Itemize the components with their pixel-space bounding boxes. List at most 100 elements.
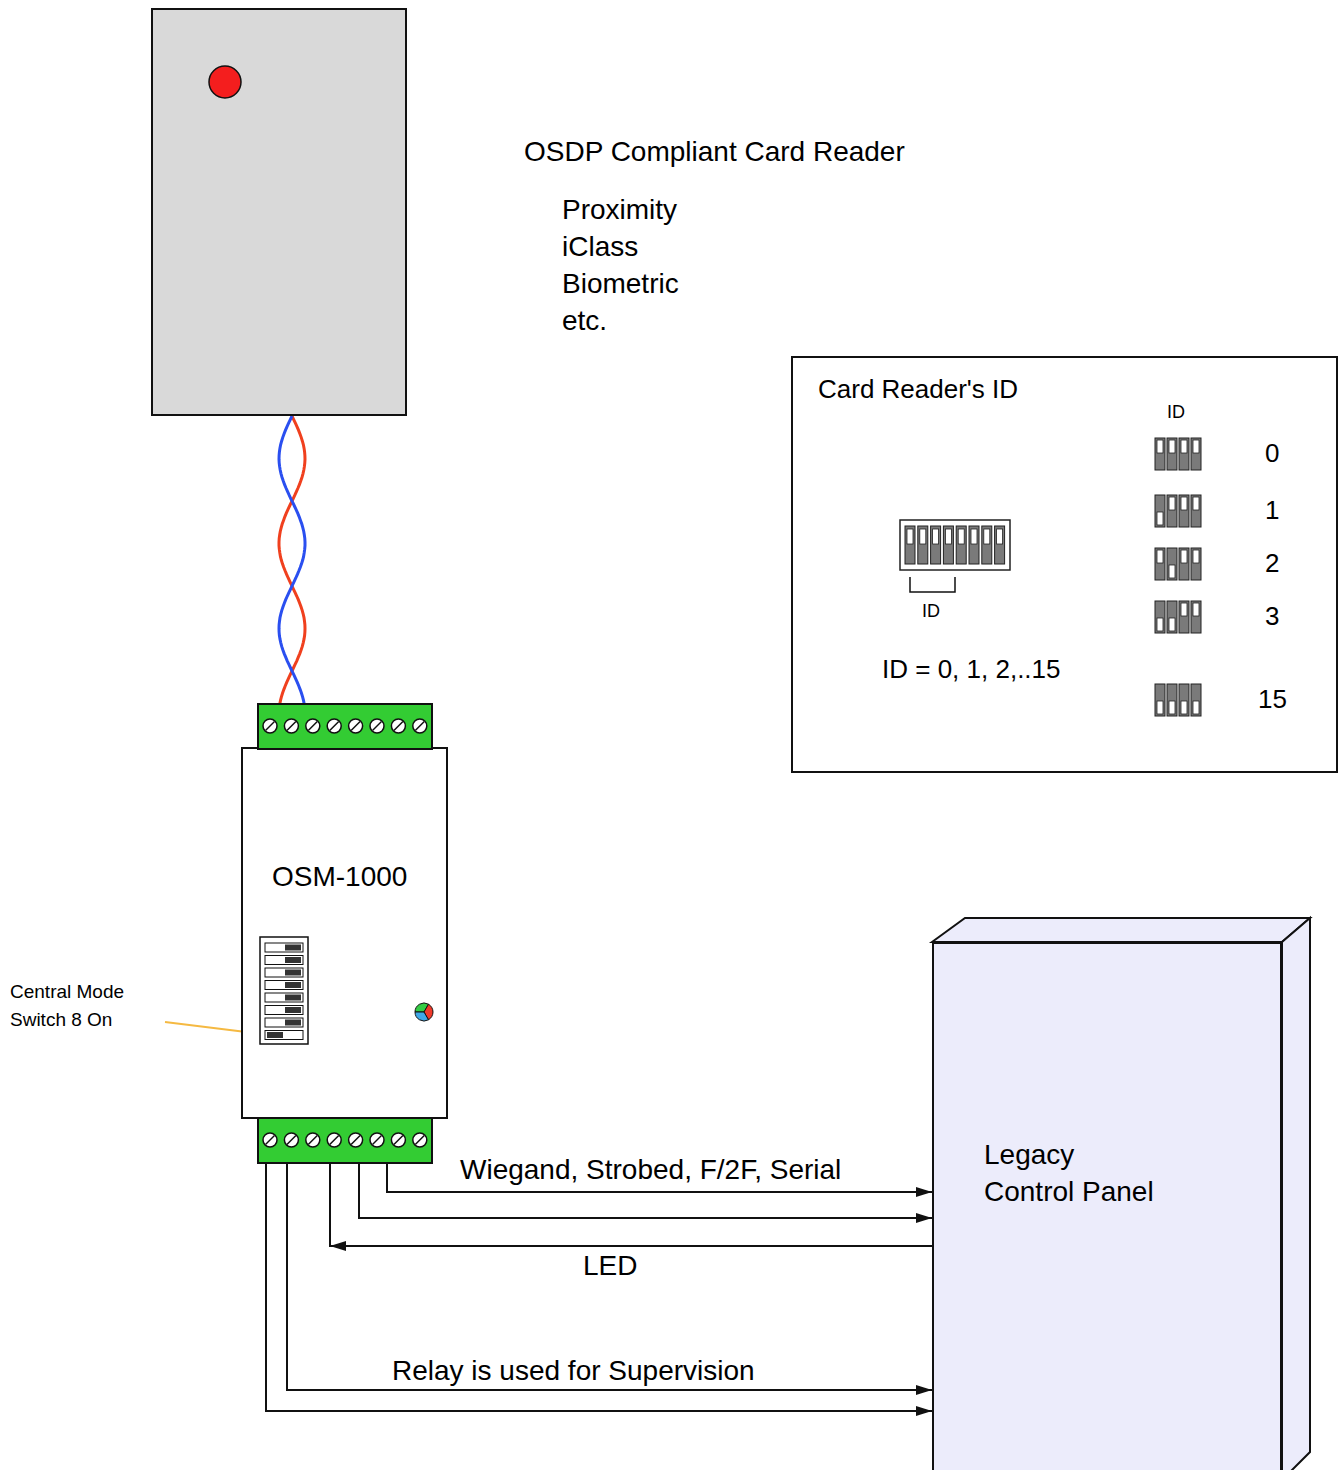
dip-slot: [905, 526, 915, 564]
dip-knob: [285, 957, 301, 963]
dip-slot: [1155, 684, 1165, 716]
column-heading: ID: [1167, 402, 1185, 423]
signal-wire: [266, 1163, 932, 1411]
dip-slot: [265, 981, 303, 990]
node-illustration: [793, 358, 1336, 771]
dip-knob: [1157, 618, 1163, 631]
screw-slot: [415, 1136, 424, 1145]
leader-arrow: [165, 1022, 254, 1033]
terminal-block: [258, 1118, 432, 1163]
dip-slot: [265, 1018, 303, 1027]
dip-knob: [997, 529, 1003, 544]
dip-knob: [1181, 603, 1187, 616]
bracket-label: ID: [922, 601, 940, 622]
dip-knob: [1169, 618, 1175, 631]
terminal-screw: [306, 719, 320, 733]
module-name: OSM-1000: [272, 861, 407, 893]
dip-knob: [1193, 603, 1199, 616]
panel-name: Legacy Control Panel: [984, 1136, 1164, 1210]
dip-slot: [1179, 438, 1189, 470]
dip-slot: [918, 526, 928, 564]
id-table-box: Card Reader's IDID012315IDID = 0, 1, 2,.…: [791, 356, 1338, 773]
dip-slot: [265, 993, 303, 1002]
dip-knob: [285, 982, 301, 988]
screw-slot: [266, 722, 275, 731]
box-title: Card Reader's ID: [818, 375, 1018, 405]
control-panel: Legacy Control Panel: [932, 942, 1282, 1470]
dip-slot: [265, 1006, 303, 1015]
reader-heading: OSDP Compliant Card Reader: [524, 136, 905, 168]
dip-slot: [1167, 601, 1177, 633]
terminal-screw: [413, 1133, 427, 1147]
card-reader: OSDP Compliant Card ReaderProximity iCla…: [151, 8, 407, 416]
dip-slot: [1155, 601, 1165, 633]
screw-slot: [415, 722, 424, 731]
dip-slot: [1179, 495, 1189, 527]
dip-knob: [1181, 550, 1187, 563]
dip-slot: [995, 526, 1005, 564]
dip-knob: [1169, 701, 1175, 714]
terminal-screw: [391, 1133, 405, 1147]
id-value: 1: [1265, 496, 1279, 526]
dip-knob: [1181, 701, 1187, 714]
dip-slot: [265, 943, 303, 952]
screw-slot: [394, 722, 403, 731]
terminal-screw: [327, 719, 341, 733]
dip-slot: [1167, 495, 1177, 527]
dip-knob: [945, 529, 951, 544]
dip-knob: [933, 529, 939, 544]
dip-knob: [285, 995, 301, 1001]
screw-slot: [308, 1136, 317, 1145]
dip-knob: [285, 970, 301, 976]
dip-knob: [907, 529, 913, 544]
terminal-screw: [284, 1133, 298, 1147]
terminal-block: [258, 704, 432, 749]
dip-slot: [1191, 684, 1201, 716]
dip-slot: [1167, 684, 1177, 716]
dip-knob: [1157, 440, 1163, 453]
wire-connector: [287, 1163, 932, 1390]
dip-knob: [1181, 497, 1187, 510]
dip-slot: [1155, 495, 1165, 527]
dip-slot: [1191, 601, 1201, 633]
dip-slot: [265, 1031, 303, 1040]
screw-slot: [351, 1136, 360, 1145]
dip-knob: [984, 529, 990, 544]
terminal-screw: [370, 1133, 384, 1147]
dip-slot: [1191, 548, 1201, 580]
screw-slot: [266, 1136, 275, 1145]
dip-slot: [969, 526, 979, 564]
osm-module: OSM-1000: [242, 704, 447, 1163]
node-illustration: [242, 704, 447, 1163]
dip-knob: [920, 529, 926, 544]
dip-knob: [285, 1020, 301, 1026]
dip-slot: [1179, 601, 1189, 633]
dip-knob: [1169, 565, 1175, 578]
terminal-screw: [327, 1133, 341, 1147]
dip-knob: [971, 529, 977, 544]
screw-slot: [373, 1136, 382, 1145]
screw-slot: [330, 1136, 339, 1145]
dip-knob: [1193, 497, 1199, 510]
terminal-screw: [391, 719, 405, 733]
twisted-wire: [279, 416, 305, 704]
dip-switch: [900, 520, 1010, 570]
dip-knob: [1169, 440, 1175, 453]
wire-connector: [279, 416, 305, 704]
dip-knob: [1193, 440, 1199, 453]
dip-slot: [265, 968, 303, 977]
dip-switch: [260, 937, 308, 1044]
terminal-screw: [263, 1133, 277, 1147]
terminal-screw: [370, 719, 384, 733]
dip-knob: [1157, 550, 1163, 563]
dip-slot: [1179, 684, 1189, 716]
dip-slot: [1155, 438, 1165, 470]
id-value: 2: [1265, 549, 1279, 579]
wire-label: Wiegand, Strobed, F/2F, Serial: [460, 1156, 841, 1184]
dip-slot: [1167, 438, 1177, 470]
terminal-screw: [306, 1133, 320, 1147]
dip-knob: [1169, 497, 1175, 510]
status-lamp: [209, 66, 241, 98]
terminal-screw: [284, 719, 298, 733]
dip-knob: [1193, 701, 1199, 714]
